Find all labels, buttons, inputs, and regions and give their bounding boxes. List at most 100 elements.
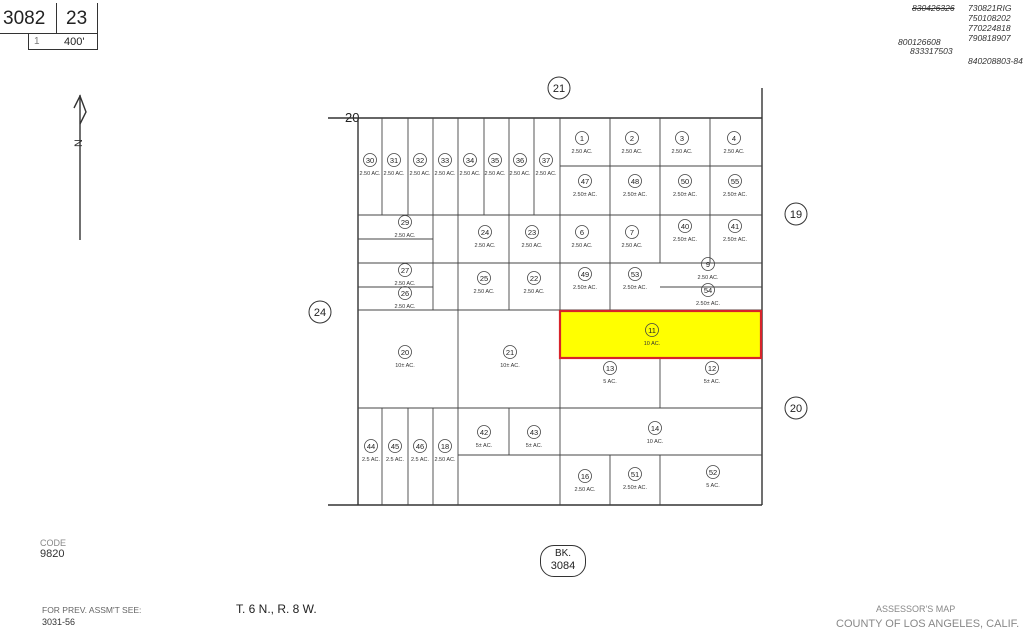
parcel-36[interactable]: 362.50 AC.	[509, 153, 531, 178]
parcel-4[interactable]: 42.50 AC.	[723, 131, 745, 156]
parcel-30[interactable]: 302.50 AC.	[359, 153, 381, 178]
book-number: 3082	[3, 8, 46, 29]
parcel-16[interactable]: 162.50 AC.	[574, 469, 596, 494]
parcel-number-circle	[628, 267, 642, 281]
parcel-area: 10± AC.	[500, 363, 520, 369]
parcel-number: 43	[530, 428, 538, 437]
parcel-area: 2.50 AC.	[571, 149, 593, 155]
parcel-31[interactable]: 312.50 AC.	[383, 153, 405, 178]
highlighted-parcel-11[interactable]	[558, 309, 763, 360]
parcel-2[interactable]: 22.50 AC.	[621, 131, 643, 156]
parcel-number: 42	[480, 428, 488, 437]
parcel-37[interactable]: 372.50 AC.	[535, 153, 557, 178]
parcel-48[interactable]: 482.50± AC.	[623, 174, 648, 199]
bottom-book-ref[interactable]: BK. 3084	[540, 545, 586, 577]
parcel-lines	[358, 118, 762, 505]
parcel-42[interactable]: 42 5± AC.	[476, 425, 493, 450]
parcel-40[interactable]: 402.50± AC.	[673, 219, 698, 244]
code-label: CODE	[40, 538, 67, 548]
parcel-number: 52	[709, 468, 717, 477]
parcel-25[interactable]: 252.50 AC.	[473, 271, 495, 296]
bottom-book-number: 3084	[550, 560, 576, 572]
code-value: 9820	[40, 548, 65, 560]
parcel-area: 2.50 AC.	[671, 149, 693, 155]
parcel-area: 2.50 AC.	[409, 171, 431, 177]
parcel-number-circle	[701, 257, 715, 271]
parcel-number: 47	[581, 177, 589, 186]
parcel-3[interactable]: 3 2.50 AC.	[671, 131, 693, 156]
parcel-35[interactable]: 352.50 AC.	[484, 153, 506, 178]
parcel-9[interactable]: 92.50 AC.	[697, 257, 719, 282]
parcel-55[interactable]: 55 2.50± AC.	[723, 174, 748, 199]
parcel-29[interactable]: 292.50 AC.	[394, 215, 416, 240]
parcel-number-circle	[678, 219, 692, 233]
adjacent-page-top[interactable]: 21	[547, 76, 571, 100]
parcel-number-circle	[575, 225, 589, 239]
parcel-number-circle	[525, 225, 539, 239]
adjacent-page-right-lower[interactable]: 20	[784, 396, 808, 420]
parcel-47[interactable]: 472.50± AC.	[573, 174, 598, 199]
parcel-1[interactable]: 12.50 AC.	[571, 131, 593, 156]
parcel-51[interactable]: 512.50± AC.	[623, 467, 648, 492]
parcel-43[interactable]: 435± AC.	[526, 425, 543, 450]
parcel-7[interactable]: 72.50 AC.	[621, 225, 643, 250]
parcel-area: 10 AC.	[644, 341, 661, 347]
parcel-50[interactable]: 502.50± AC.	[673, 174, 698, 199]
parcel-33[interactable]: 332.50 AC.	[434, 153, 456, 178]
parcel-12[interactable]: 125± AC.	[704, 361, 721, 386]
parcel-34[interactable]: 342.50 AC.	[459, 153, 481, 178]
parcel-6[interactable]: 62.50 AC.	[571, 225, 593, 250]
revision-item: 800126608	[898, 37, 941, 47]
parcel-number-circle	[463, 153, 477, 167]
parcel-24[interactable]: 242.50 AC.	[474, 225, 496, 250]
map-header: 3082 23 1 400'	[0, 0, 100, 55]
parcel-27[interactable]: 272.50 AC.	[394, 263, 416, 288]
parcel-area: 2.50 AC.	[574, 487, 596, 493]
parcel-number: 55	[731, 177, 739, 186]
parcel-area: 2.50 AC.	[383, 171, 405, 177]
parcel-number-circle	[438, 439, 452, 453]
parcel-number-circle	[628, 174, 642, 188]
parcel-46[interactable]: 462.5 AC.	[411, 439, 430, 464]
parcel-13[interactable]: 135 AC.	[603, 361, 617, 386]
adjacent-page-right-upper[interactable]: 19	[784, 202, 808, 226]
parcel-45[interactable]: 452.5 AC.	[386, 439, 405, 464]
parcel-area: 2.50± AC.	[673, 237, 698, 243]
parcel-area: 2.50± AC.	[696, 301, 721, 307]
parcel-number: 3	[680, 134, 684, 143]
parcel-number-circle	[675, 131, 689, 145]
parcel-area: 5± AC.	[476, 443, 493, 449]
parcel-54[interactable]: 542.50± AC.	[696, 283, 721, 308]
parcel-number-circle	[363, 153, 377, 167]
north-label: N	[73, 139, 85, 147]
scale-label: 400'	[64, 36, 85, 48]
parcel-26[interactable]: 262.50 AC.	[394, 286, 416, 311]
parcel-area: 2.50 AC.	[459, 171, 481, 177]
parcel-53[interactable]: 532.50± AC.	[623, 267, 648, 292]
parcel-labels: 302.50 AC.312.50 AC.322.50 AC.332.50 AC.…	[359, 131, 748, 494]
parcel-number: 20	[401, 348, 409, 357]
parcel-number-circle	[387, 153, 401, 167]
parcel-number-circle	[625, 225, 639, 239]
parcel-18[interactable]: 182.50 AC.	[434, 439, 456, 464]
adjacent-page-top-label: 21	[553, 83, 565, 95]
adjacent-page-left[interactable]: 24	[308, 300, 332, 324]
parcel-32[interactable]: 322.50 AC.	[409, 153, 431, 178]
parcel-41[interactable]: 412.50± AC.	[723, 219, 748, 244]
parcel-number-circle	[477, 425, 491, 439]
parcel-number-circle	[398, 215, 412, 229]
parcel-49[interactable]: 492.50± AC.	[573, 267, 598, 292]
parcel-area: 2.50± AC.	[723, 192, 748, 198]
parcel-number: 22	[530, 274, 538, 283]
parcel-area: 2.50 AC.	[474, 243, 496, 249]
revision-item: 840208803-84	[968, 56, 1023, 66]
parcel-23[interactable]: 232.50 AC.	[521, 225, 543, 250]
north-arrow-icon	[73, 94, 87, 240]
parcel-22[interactable]: 222.50 AC.	[523, 271, 545, 296]
parcel-52[interactable]: 525 AC.	[706, 465, 720, 490]
parcel-44[interactable]: 442.5 AC.	[362, 439, 381, 464]
